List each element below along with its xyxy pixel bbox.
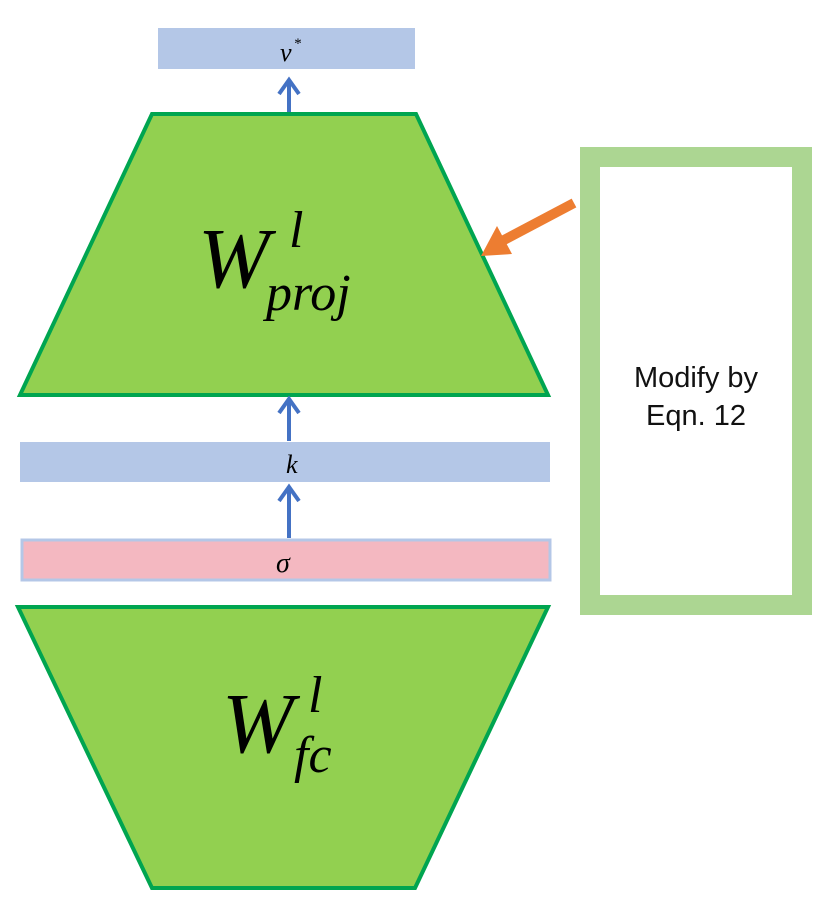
k-vector-box	[20, 442, 550, 482]
v-star-vector-box	[158, 28, 415, 69]
arrow-head-sigma-to-k	[277, 483, 301, 503]
arrow-head-k-to-wproj	[277, 395, 301, 415]
modify-note-text: Modify by Eqn. 12	[600, 359, 792, 435]
modify-note-box: Modify by Eqn. 12	[580, 147, 812, 615]
sigma-label: σ	[276, 548, 291, 579]
sigma-activation-box	[20, 538, 552, 582]
k-label: k	[286, 450, 298, 479]
v-star-label: v*	[280, 36, 302, 67]
arrow-head-wproj-to-vstar	[277, 76, 301, 96]
note-line-2: Eqn. 12	[646, 400, 746, 432]
w-proj-layer	[16, 112, 552, 397]
w-fc-layer	[14, 605, 552, 890]
orange-pointer-arrow	[501, 198, 577, 245]
orange-pointer-arrow-head	[481, 226, 512, 256]
note-line-1: Modify by	[633, 362, 759, 394]
